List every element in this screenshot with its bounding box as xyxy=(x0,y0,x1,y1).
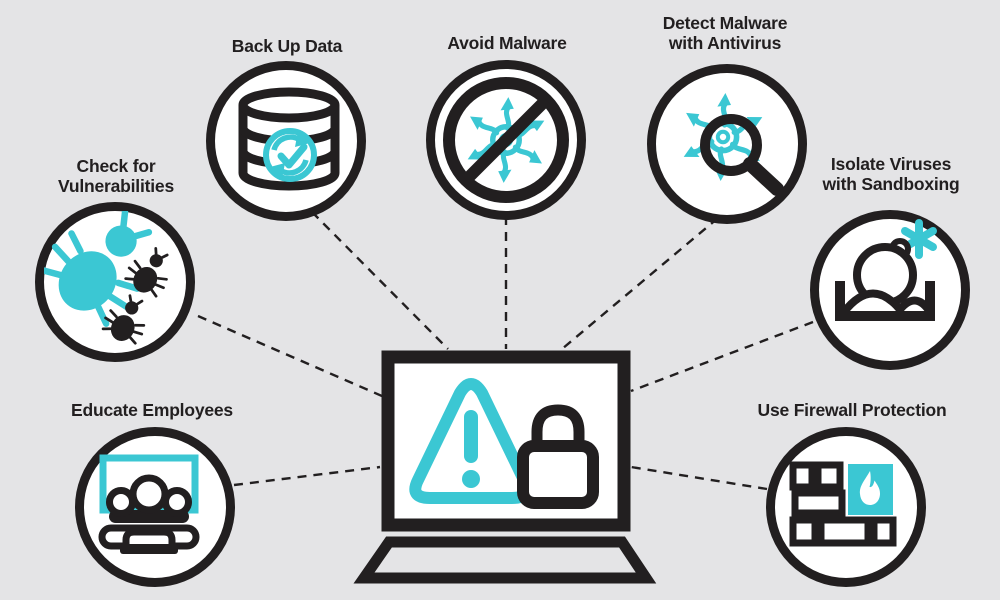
flame-icon xyxy=(859,471,880,505)
connector-check-vulnerabilities xyxy=(197,314,383,398)
firewall-flame-icon xyxy=(789,461,897,547)
connector-detect-malware xyxy=(561,217,719,350)
magnifier-icon xyxy=(700,114,784,196)
training-presentation-icon xyxy=(98,454,200,554)
node-detect-malware xyxy=(647,64,807,224)
database-backup-icon xyxy=(238,87,340,191)
brick-wall xyxy=(789,461,897,547)
node-check-vulnerabilities xyxy=(35,202,195,362)
sandbox-icon xyxy=(835,219,937,321)
node-isolate-viruses xyxy=(810,210,970,370)
label-avoid-malware: Avoid Malware xyxy=(447,33,567,53)
padlock-icon xyxy=(517,404,599,509)
prohibition-sign xyxy=(443,77,569,203)
node-educate-employees xyxy=(75,427,235,587)
bugs-icon xyxy=(44,211,180,350)
label-use-firewall: Use Firewall Protection xyxy=(757,400,947,420)
no-malware-icon xyxy=(443,77,569,203)
label-educate-employees: Educate Employees xyxy=(71,400,233,420)
label-isolate-viruses: Isolate Viruses with Sandboxing xyxy=(822,154,960,194)
sync-check-badge xyxy=(263,128,317,182)
label-detect-malware: Detect Malware with Antivirus xyxy=(662,13,788,53)
laptop-base xyxy=(353,536,657,584)
connector-use-firewall xyxy=(630,465,768,491)
connector-educate-employees xyxy=(233,465,381,487)
laptop-warning-lock-icon xyxy=(353,350,657,584)
node-back-up-data xyxy=(206,61,366,221)
connector-back-up-data xyxy=(311,211,449,350)
node-avoid-malware xyxy=(426,60,586,220)
connector-isolate-viruses xyxy=(630,320,814,393)
label-check-vulnerabilities: Check for Vulnerabilities xyxy=(58,156,174,196)
label-back-up-data: Back Up Data xyxy=(231,36,343,56)
node-use-firewall xyxy=(766,427,926,587)
malware-magnifier-icon xyxy=(656,73,784,196)
